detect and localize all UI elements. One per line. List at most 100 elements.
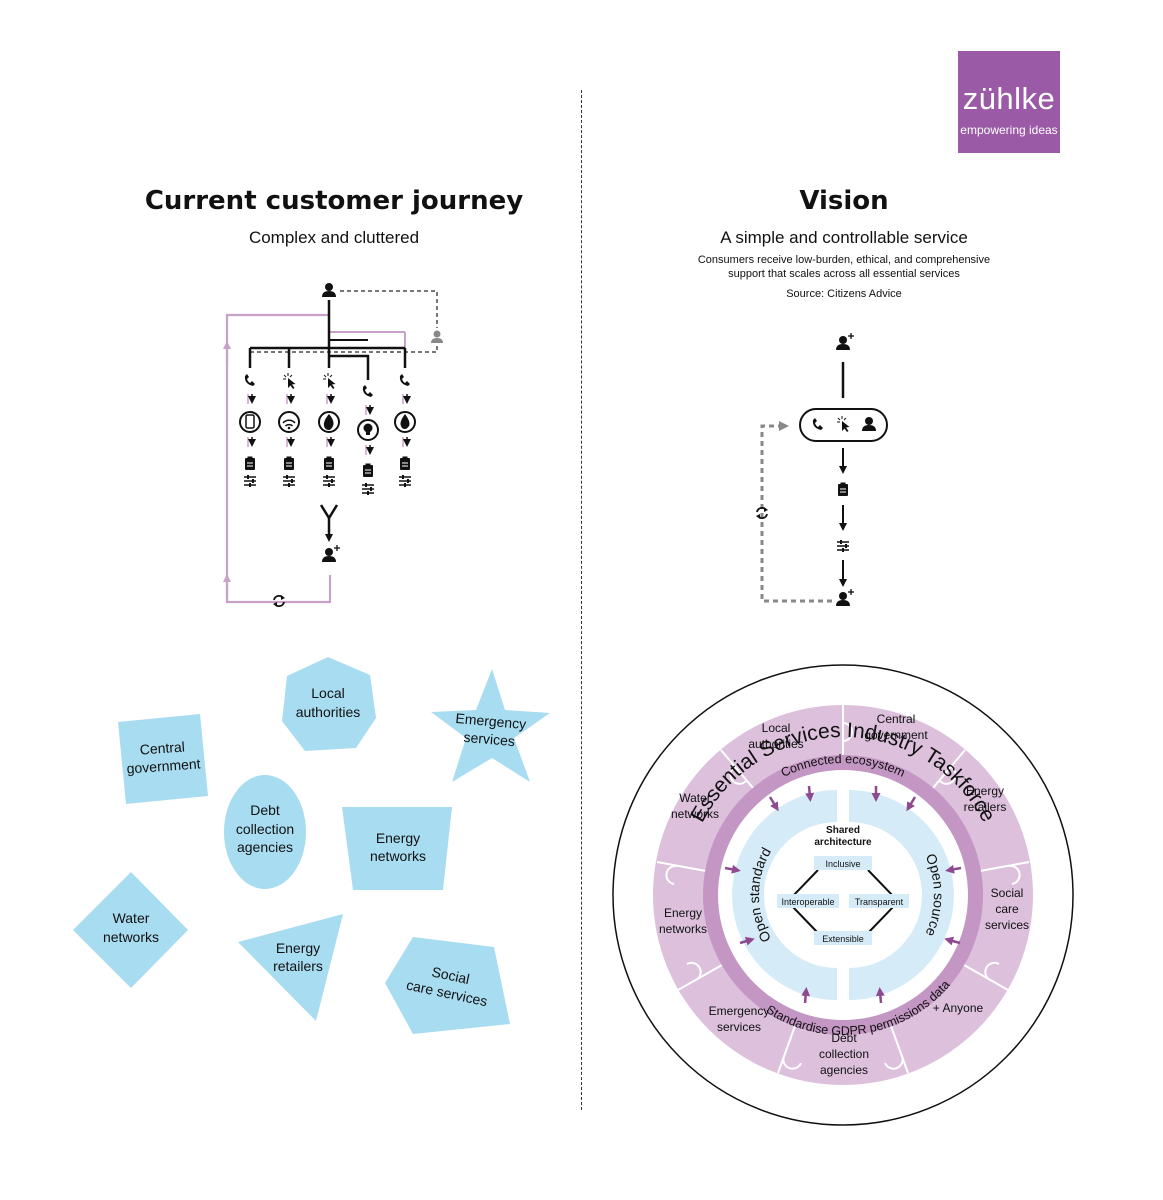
left-title: Current customer journey <box>144 186 524 216</box>
shape-label-energy-retailers-1: Energy <box>276 940 320 956</box>
settings-sliders-icon <box>836 539 850 553</box>
customer-outcome-icon <box>836 589 854 606</box>
electricity-utility-icon <box>357 419 379 441</box>
energy-networks-shape <box>342 807 452 890</box>
journey-loop-line <box>225 313 332 604</box>
gas-utility-icon <box>318 411 340 433</box>
customer-start-icon <box>322 283 336 297</box>
principle-extensible-box <box>814 931 872 945</box>
cursor-icon <box>282 372 296 390</box>
shape-label-local-1: Local <box>311 685 344 701</box>
settings-sliders-icon <box>398 474 412 488</box>
shape-label-central-1: Central <box>139 738 185 757</box>
segment-water-1: Water <box>679 791 711 805</box>
helper-person-icon <box>431 330 443 343</box>
center-title-1: Shared <box>826 825 860 836</box>
segment-emergency-1: Emergency <box>709 1004 770 1018</box>
merge-icon <box>319 504 339 521</box>
organisation-shapes <box>73 657 550 1034</box>
segment-debt-3: agencies <box>820 1063 868 1077</box>
segment-energy-networks-1: Energy <box>664 906 702 920</box>
shape-label-water-1: Water <box>113 910 150 926</box>
center-divider <box>581 90 582 1110</box>
person-icon <box>862 417 876 431</box>
social-care-shape <box>385 937 510 1034</box>
customer-outcome-icon <box>322 545 340 562</box>
principle-interoperable-box <box>777 894 839 908</box>
segment-debt-2: collection <box>819 1047 869 1061</box>
shape-label-social-1: Social <box>430 963 471 987</box>
right-description-1: Consumers receive low-burden, ethical, a… <box>697 254 991 266</box>
segment-water-2: networks <box>671 807 719 821</box>
segment-debt-1: Debt <box>831 1031 857 1045</box>
form-icon <box>362 463 374 478</box>
wifi-utility-icon <box>278 411 300 433</box>
principle-transparent-box <box>849 894 909 908</box>
settings-sliders-icon <box>243 474 257 488</box>
water-utility-icon <box>394 411 416 433</box>
segment-local-2: authorities <box>748 737 803 751</box>
segment-social-2: care <box>995 902 1019 916</box>
vision-flow-diagram <box>755 333 888 606</box>
shape-label-debt-2: collection <box>236 821 294 837</box>
phone-icon <box>399 374 410 386</box>
form-icon <box>399 456 411 471</box>
principle-extensible: Extensible <box>822 934 864 944</box>
form-icon <box>244 456 256 471</box>
segment-anyone: + Anyone <box>933 1001 984 1015</box>
water-networks-shape <box>73 872 188 988</box>
emergency-services-shape <box>431 669 550 782</box>
principle-inclusive: Inclusive <box>825 859 860 869</box>
principle-transparent: Transparent <box>855 897 904 907</box>
form-icon <box>837 482 849 497</box>
right-subtitle: A simple and controllable service <box>720 228 968 247</box>
shape-label-debt-3: agencies <box>237 839 293 855</box>
logo-brand: zühlke <box>962 81 1056 116</box>
segment-social-3: services <box>985 918 1029 932</box>
shape-label-central-2: government <box>126 755 201 776</box>
segment-energy-retailers-2: retailers <box>964 800 1007 814</box>
segment-local-1: Local <box>762 721 791 735</box>
debt-collection-shape <box>224 775 306 889</box>
local-authorities-shape <box>282 657 376 751</box>
shape-label-water-2: networks <box>103 929 159 945</box>
right-description-2: support that scales across all essential… <box>728 268 960 280</box>
zuhlke-logo: zühlke empowering ideas <box>958 51 1060 153</box>
open-source-arc <box>849 790 954 1000</box>
form-icon <box>323 456 335 471</box>
segment-central-1: Central <box>877 712 916 726</box>
logo-tagline: empowering ideas <box>960 123 1058 137</box>
settings-sliders-icon <box>282 474 296 488</box>
shape-label-emergency-1: Emergency <box>455 710 527 732</box>
segment-social-1: Social <box>991 886 1024 900</box>
phone-icon <box>362 385 373 397</box>
center-title-2: architecture <box>814 837 872 848</box>
shape-label-energy-retailers-2: retailers <box>273 958 323 974</box>
current-journey-diagram <box>223 283 443 608</box>
left-subtitle: Complex and cluttered <box>248 228 420 247</box>
shape-label-energy-networks-1: Energy <box>376 830 420 846</box>
right-source: Source: Citizens Advice <box>786 288 902 300</box>
energy-retailers-shape <box>238 914 343 1021</box>
principle-inclusive-box <box>814 856 872 870</box>
feedback-loop-dashed <box>760 421 832 603</box>
cursor-icon <box>322 372 336 390</box>
right-title: Vision <box>799 186 889 216</box>
segment-central-2: government <box>864 728 928 742</box>
open-standard-arc <box>732 790 837 1000</box>
taskforce-circle <box>612 664 1074 1126</box>
segment-energy-retailers-1: Energy <box>966 784 1004 798</box>
assisted-dashed-line <box>340 290 438 328</box>
settings-sliders-icon <box>322 474 336 488</box>
form-icon <box>283 456 295 471</box>
settings-sliders-icon <box>361 482 375 496</box>
segment-emergency-2: services <box>717 1020 761 1034</box>
central-government-shape <box>118 714 208 804</box>
phone-icon <box>244 374 255 386</box>
customer-start-icon <box>836 333 854 350</box>
principle-interoperable: Interoperable <box>781 897 834 907</box>
shape-label-energy-networks-2: networks <box>370 848 426 864</box>
shape-label-emergency-2: services <box>463 729 516 749</box>
segment-energy-networks-2: networks <box>659 922 707 936</box>
